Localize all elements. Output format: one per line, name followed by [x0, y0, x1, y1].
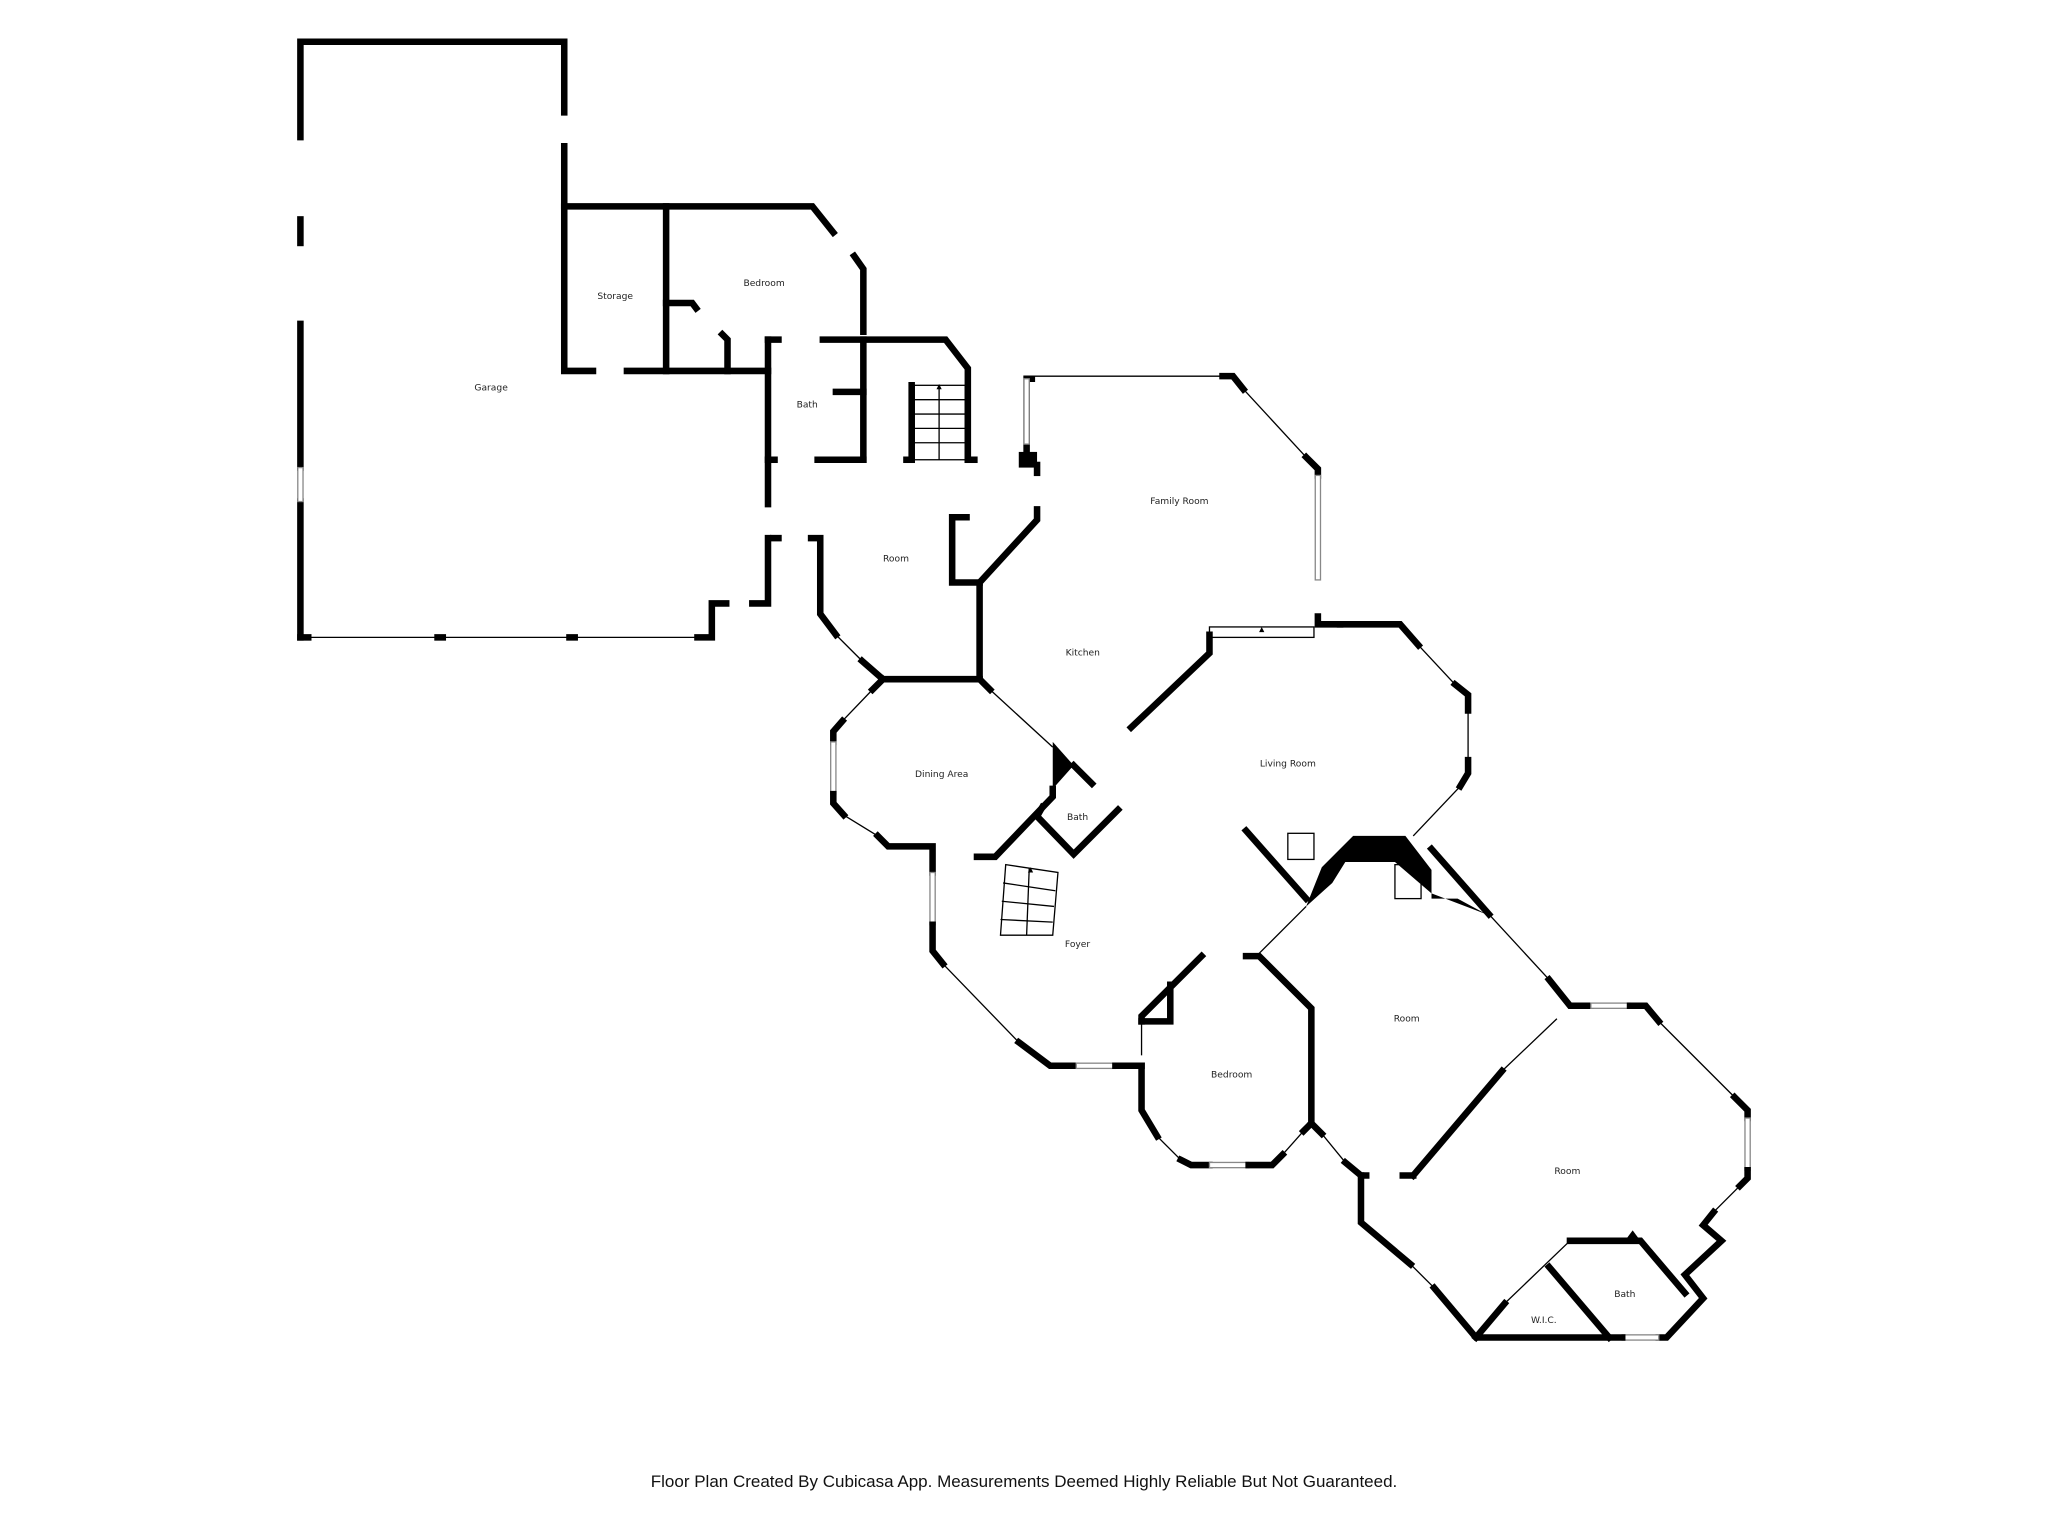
family-kitchen-walls	[948, 372, 1344, 733]
room-label-storage: Storage	[597, 292, 633, 302]
room-label-dining-area: Dining Area	[915, 770, 968, 780]
mid-bath-walls	[1033, 760, 1123, 859]
room-label-family-room: Family Room	[1150, 497, 1208, 507]
room-label-bath-upper: Bath	[797, 400, 818, 410]
room-label-room-lower: Room	[1394, 1014, 1420, 1024]
center-room-walls	[769, 534, 983, 683]
room-label-bedroom-lower: Bedroom	[1211, 1070, 1252, 1080]
room-label-living-room: Living Room	[1260, 760, 1316, 770]
room-label-kitchen: Kitchen	[1066, 649, 1101, 659]
garage-walls	[297, 38, 772, 641]
room-label-bedroom-upper: Bedroom	[743, 279, 784, 289]
room-label-foyer: Foyer	[1065, 940, 1091, 950]
dining-walls	[830, 674, 1074, 969]
lower-room-walls	[1306, 844, 1595, 1181]
living-room-walls	[1241, 621, 1487, 915]
room-label-garage: Garage	[474, 383, 508, 393]
foyer-walls	[942, 863, 1307, 1070]
footer-disclaimer: Floor Plan Created By Cubicasa App. Meas…	[650, 1472, 1398, 1491]
lower-bedroom-walls	[1138, 951, 1315, 1169]
room-label-bath-mid: Bath	[1067, 813, 1088, 823]
east-room-walls	[1357, 1002, 1751, 1343]
upper-wing-walls	[560, 203, 978, 464]
room-label-room-east: Room	[1554, 1167, 1580, 1177]
room-label-wic: W.I.C.	[1531, 1316, 1557, 1326]
room-label-room-center: Room	[883, 555, 909, 565]
room-label-bath-east: Bath	[1614, 1290, 1635, 1300]
